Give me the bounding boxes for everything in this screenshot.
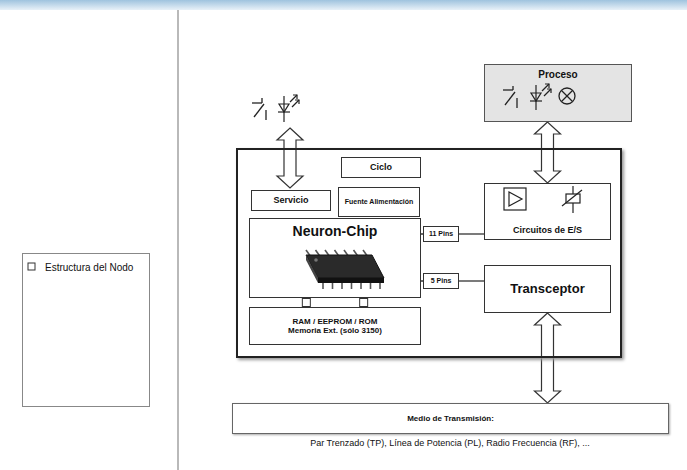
amplifier-symbol xyxy=(504,188,526,210)
node-text: Proceso xyxy=(538,69,577,81)
led-symbol xyxy=(290,95,297,102)
switch-symbol xyxy=(252,98,266,120)
chip-illustration xyxy=(314,258,318,262)
chip-illustration xyxy=(318,278,384,283)
pin-line xyxy=(459,233,484,234)
relay-symbol xyxy=(562,190,582,206)
medium-list: Par Trenzado (TP), Línea de Potencia (PL… xyxy=(305,438,595,450)
process-led-symbol xyxy=(542,84,549,91)
node-text: 11 Pins xyxy=(429,230,453,238)
power-supply-box: Fuente Alimentación xyxy=(338,187,420,217)
process-led-symbol xyxy=(547,89,551,93)
chip-box: Neuron-Chip xyxy=(249,218,421,298)
relay-symbol xyxy=(572,186,573,194)
relay-symbol xyxy=(562,186,582,213)
bullet-square xyxy=(28,263,35,270)
chip-illustration xyxy=(335,250,340,257)
process-switch-symbol xyxy=(503,86,517,108)
led-symbol xyxy=(295,100,299,104)
switch-symbol xyxy=(265,110,266,120)
divider-line xyxy=(177,10,178,470)
process-led-symbol xyxy=(545,84,549,88)
process-switch-symbol xyxy=(512,86,513,90)
node-housing: CicloServicio Fuente AlimentaciónNeuron-C… xyxy=(236,148,622,358)
node-text: Circuitos de E/S xyxy=(513,225,582,235)
bus-connector xyxy=(360,299,368,307)
amplifier-symbol xyxy=(509,192,522,206)
cycle-box: Ciclo xyxy=(341,157,421,178)
process-led-symbol xyxy=(535,85,536,110)
pin-count-box: 11 Pins xyxy=(423,226,459,242)
led-symbol xyxy=(293,95,297,99)
chip-illustration xyxy=(370,281,372,289)
node-text: Ciclo xyxy=(370,162,392,172)
led-symbol xyxy=(278,111,290,112)
io-circuit-box: Circuitos de E/S xyxy=(484,183,611,240)
chip-illustration xyxy=(306,250,311,257)
bus-connector xyxy=(302,299,310,307)
chip-illustration xyxy=(306,250,384,289)
top-band xyxy=(0,0,687,10)
chip-illustration xyxy=(360,281,362,289)
memory-box: RAM / EEPROM / ROMMemoria Ext. (sólo 315… xyxy=(249,307,421,345)
service-box: Servicio xyxy=(251,190,331,211)
process-led-symbol xyxy=(544,89,551,96)
led-symbol xyxy=(283,96,284,122)
process-switch-symbol xyxy=(503,89,513,90)
pin-line xyxy=(459,280,484,281)
medium-box: Medio de Transmisión: xyxy=(232,403,669,434)
process-switch-symbol xyxy=(516,98,517,108)
node-text: 5 Pins xyxy=(431,277,452,285)
switch-symbol xyxy=(254,104,264,117)
node-text: Fuente Alimentación xyxy=(344,198,414,206)
pin-line xyxy=(363,298,364,307)
process-led-symbol xyxy=(530,100,542,101)
amplifier-symbol xyxy=(504,188,526,210)
process-led-symbol xyxy=(531,93,541,101)
pin-line xyxy=(306,298,307,307)
pin-count-box: 5 Pins xyxy=(423,273,459,289)
lamp-symbol xyxy=(559,88,575,104)
chip-illustration xyxy=(306,255,384,278)
node-text: Memoria Ext. (sólo 3150) xyxy=(288,326,382,335)
led-symbol xyxy=(279,104,289,112)
node-text: Transceptor xyxy=(510,282,584,297)
chip-illustration xyxy=(332,281,334,289)
section-panel: Estructura del Nodo xyxy=(22,253,150,407)
chip-illustration xyxy=(316,250,321,257)
chip-illustration xyxy=(363,250,368,257)
io-arrow xyxy=(535,122,561,183)
node-text: RAM / EEPROM / ROM xyxy=(293,317,378,326)
chip-illustration xyxy=(351,281,353,289)
chip-illustration xyxy=(354,250,359,257)
process-led-symbol xyxy=(530,84,551,110)
io-arrow xyxy=(535,313,561,403)
transceiver-box: Transceptor xyxy=(484,265,611,313)
io-arrow xyxy=(277,128,303,188)
relay-symbol xyxy=(572,203,573,213)
chip-illustration xyxy=(325,250,330,257)
chip-illustration xyxy=(306,255,318,283)
node-text: Neuron-Chip xyxy=(293,223,378,239)
node-text: Estructura del Nodo xyxy=(45,262,137,274)
chip-illustration xyxy=(344,250,349,257)
chip-illustration xyxy=(379,281,381,289)
node-text: Servicio xyxy=(273,195,308,205)
chip-illustration xyxy=(306,250,380,289)
chip-illustration xyxy=(341,281,343,289)
switch-symbol xyxy=(252,102,262,103)
process-switch-symbol xyxy=(505,92,515,105)
lamp-symbol xyxy=(562,91,573,102)
node-text: Medio de Transmisión: xyxy=(407,414,494,423)
switch-symbol xyxy=(261,98,262,103)
lamp-symbol xyxy=(562,91,573,102)
process-box: Proceso xyxy=(484,64,632,122)
led-symbol xyxy=(278,95,299,122)
relay-symbol xyxy=(566,194,580,203)
led-symbol xyxy=(292,100,299,107)
chip-illustration xyxy=(322,281,324,289)
lamp-symbol xyxy=(559,88,575,104)
